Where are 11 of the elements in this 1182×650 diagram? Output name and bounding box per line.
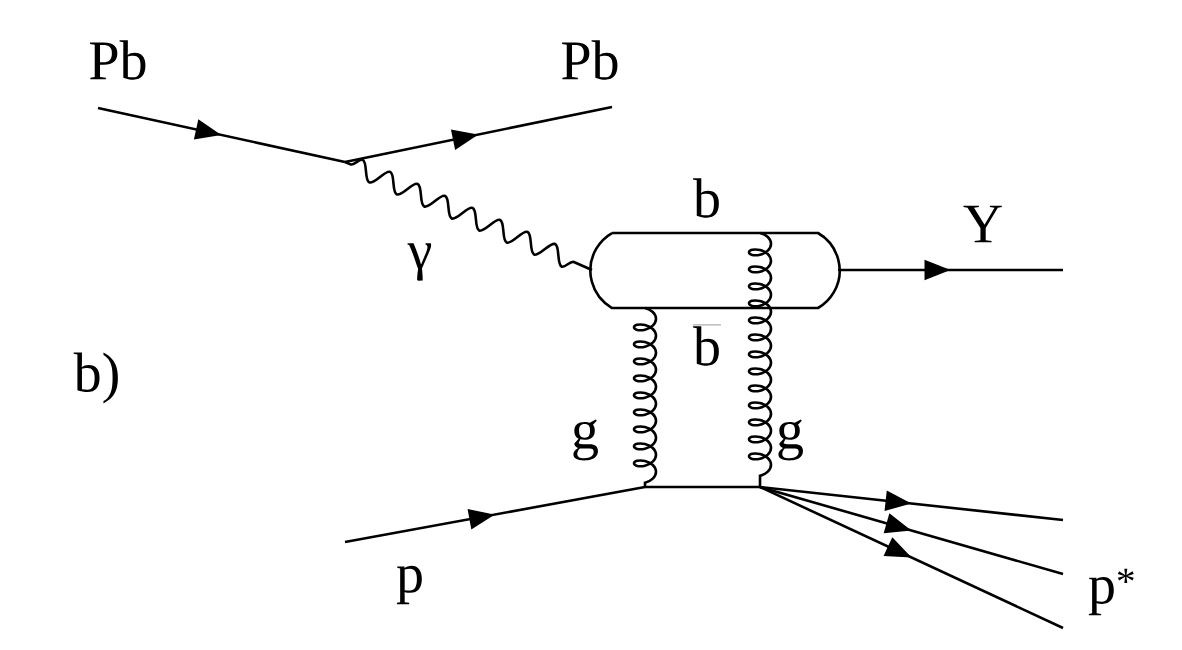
particle-label: b — [693, 178, 719, 218]
particle-label: g — [778, 419, 803, 461]
particle-label: γ — [407, 243, 432, 281]
particle-label: Pb — [562, 40, 618, 80]
particle-label: $\overline{\mathrm{b}}$ — [693, 324, 721, 366]
particle-label: p — [396, 565, 422, 605]
particle-label: Y — [963, 205, 1002, 243]
particle-label: Pb — [90, 40, 146, 80]
particle-label: p$^{*}$ — [1088, 568, 1134, 616]
panel-label: b) — [73, 352, 118, 404]
particle-label: g — [573, 419, 598, 461]
